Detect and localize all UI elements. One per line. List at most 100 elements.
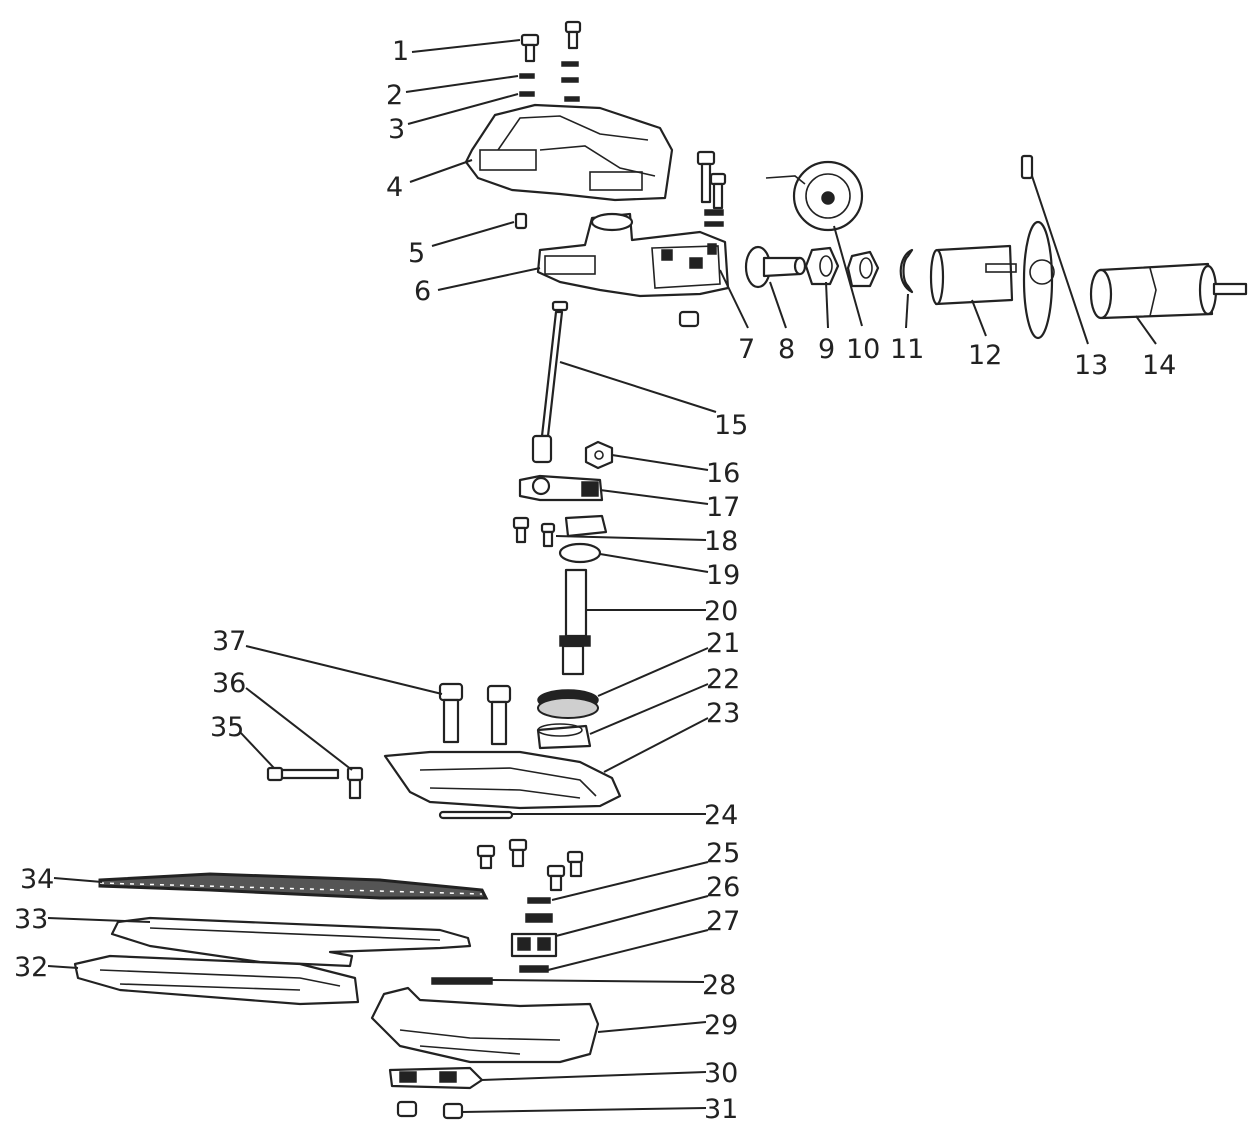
callout-30: 30 — [704, 1058, 738, 1089]
callout-8: 8 — [778, 334, 795, 365]
part-27-bar — [519, 965, 549, 973]
leader-lines — [47, 39, 1157, 1113]
part-25-screws — [476, 838, 584, 904]
leader-30 — [481, 1071, 707, 1081]
callout-27: 27 — [706, 906, 740, 937]
callout-1: 1 — [392, 36, 409, 67]
part-35-36-pins — [266, 766, 364, 800]
callout-35: 35 — [210, 712, 244, 743]
callout-33: 33 — [14, 904, 48, 935]
callout-15: 15 — [714, 410, 748, 441]
leader-37 — [245, 645, 443, 695]
callout-34: 34 — [20, 864, 54, 895]
leader-33 — [47, 917, 151, 923]
leader-21 — [597, 647, 709, 697]
leader-19 — [599, 553, 709, 573]
leader-34 — [53, 877, 103, 883]
callout-36: 36 — [212, 668, 246, 699]
leader-4 — [409, 159, 473, 183]
leader-23 — [603, 717, 709, 773]
callout-6: 6 — [414, 276, 431, 307]
part-20-spindle — [559, 568, 591, 676]
callout-2: 2 — [386, 80, 403, 111]
part-24-plate — [438, 810, 514, 820]
callout-31: 31 — [704, 1094, 738, 1125]
leader-3 — [407, 93, 519, 125]
leader-13 — [1031, 175, 1089, 345]
leader-12 — [971, 299, 987, 337]
callout-21: 21 — [706, 628, 740, 659]
leader-25 — [551, 861, 709, 901]
part-13-screw — [1020, 154, 1034, 180]
part-23-cylinder — [536, 723, 592, 750]
part-32-cover — [73, 954, 360, 1006]
callout-16: 16 — [706, 458, 740, 489]
part-26-tensioner — [510, 913, 558, 958]
part-34-chain — [98, 872, 489, 900]
part-11-circlip — [899, 248, 914, 294]
callout-20: 20 — [704, 596, 738, 627]
callout-7: 7 — [738, 334, 755, 365]
part-31-nuts — [396, 1100, 464, 1120]
part-17-clamp — [518, 474, 604, 502]
leader-10 — [833, 225, 863, 327]
part-15-rod — [531, 300, 569, 464]
callout-25: 25 — [706, 838, 740, 869]
callout-18: 18 — [704, 526, 738, 557]
part-33-bar — [110, 916, 472, 968]
leader-31 — [461, 1107, 707, 1113]
callout-9: 9 — [818, 334, 835, 365]
callout-4: 4 — [386, 172, 403, 203]
callout-labels: 1 2 3 4 5 6 7 8 9 10 11 12 13 14 15 16 1… — [14, 36, 1176, 1125]
callout-22: 22 — [706, 664, 740, 695]
leader-22 — [589, 683, 709, 735]
leader-17 — [599, 489, 709, 505]
part-5-pin — [514, 212, 528, 230]
leader-11 — [905, 293, 909, 329]
part-22-sprocket — [537, 689, 599, 719]
part-8-shaft — [744, 245, 807, 289]
callout-11: 11 — [890, 334, 924, 365]
leader-29 — [597, 1021, 707, 1033]
leader-28 — [491, 979, 705, 983]
part-6-7-gear-housing — [536, 212, 730, 328]
part-28-pin — [431, 977, 493, 985]
leader-27 — [547, 929, 709, 971]
leader-6 — [437, 267, 541, 291]
part-19-washer — [558, 542, 602, 564]
part-37-bolts — [438, 682, 512, 746]
leader-18 — [555, 535, 707, 541]
leader-16 — [611, 454, 709, 471]
leader-2 — [405, 75, 519, 93]
callout-5: 5 — [408, 238, 425, 269]
callout-10: 10 — [846, 334, 880, 365]
callout-13: 13 — [1074, 350, 1108, 381]
part-12-stator — [929, 220, 1055, 340]
leader-36 — [245, 687, 353, 771]
callout-19: 19 — [706, 560, 740, 591]
part-23-plate — [383, 750, 622, 810]
leader-5 — [431, 221, 515, 247]
part-1-screws — [520, 20, 582, 63]
callout-3: 3 — [388, 114, 405, 145]
callout-24: 24 — [704, 800, 738, 831]
callout-12: 12 — [968, 340, 1002, 371]
callout-17: 17 — [706, 492, 740, 523]
callout-26: 26 — [706, 872, 740, 903]
leader-15 — [559, 361, 717, 413]
part-14-motor — [1089, 262, 1248, 320]
leader-26 — [555, 895, 709, 937]
leader-35 — [239, 731, 275, 769]
part-2-3-washers — [519, 61, 580, 102]
part-16-nut — [584, 440, 614, 470]
part-10-fan — [765, 160, 880, 288]
part-7-screws — [696, 150, 727, 227]
part-18-block — [512, 514, 608, 548]
part-4-upper-housing — [464, 103, 674, 202]
part-29-lower-housing — [370, 986, 600, 1064]
parts — [73, 20, 1248, 1120]
callout-14: 14 — [1142, 350, 1176, 381]
leader-9 — [825, 281, 829, 329]
callout-37: 37 — [212, 626, 246, 657]
